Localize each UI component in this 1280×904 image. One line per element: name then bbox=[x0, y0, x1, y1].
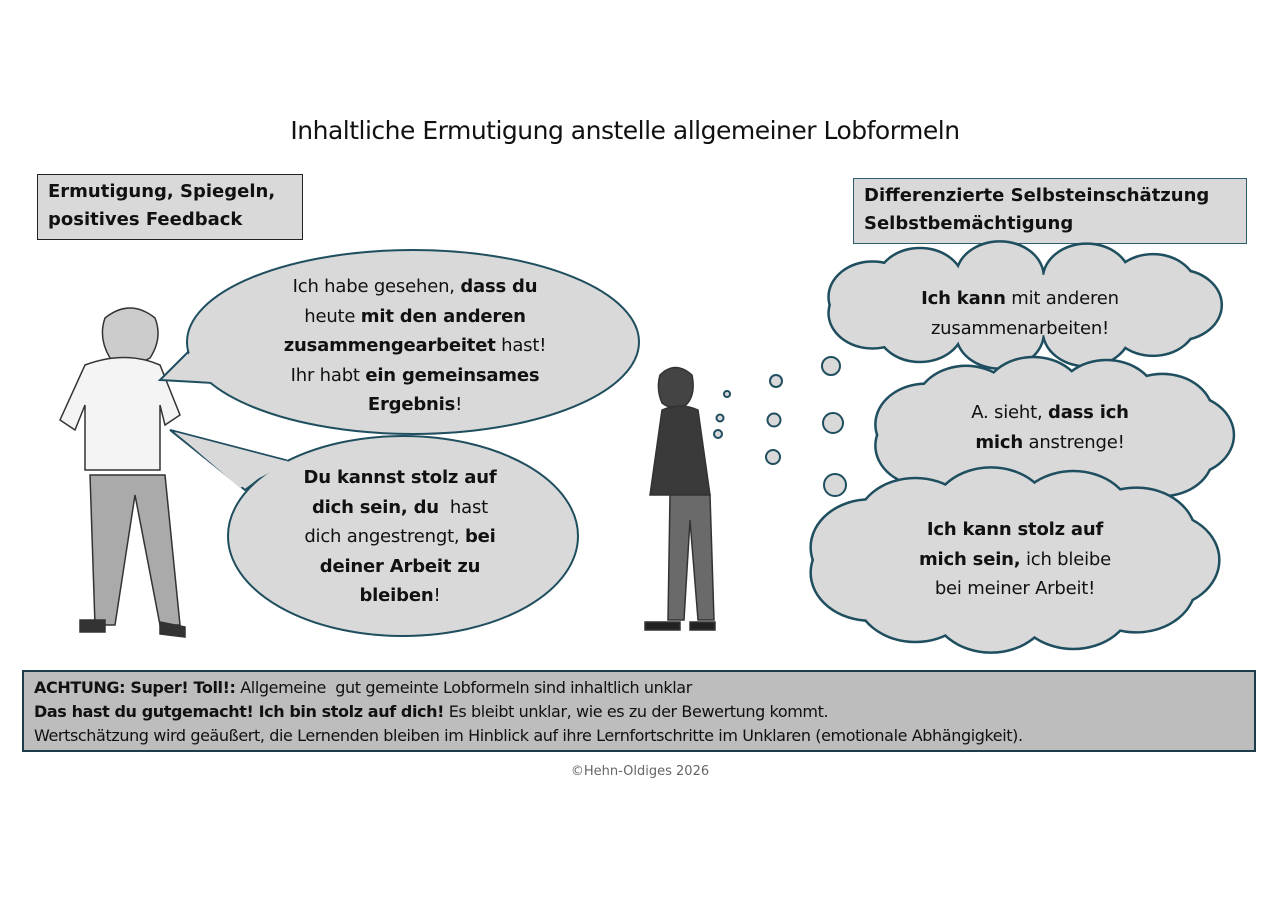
text-line: Ich habe gesehen, dass du bbox=[230, 272, 600, 302]
text: zusammenarbeiten! bbox=[930, 317, 1110, 339]
bold-text: Du kannst stolz auf bbox=[303, 467, 497, 488]
thought-cloud-1 bbox=[827, 240, 1224, 370]
text-line: Wertschätzung wird geäußert, die Lernend… bbox=[34, 724, 1244, 748]
teacher-figure bbox=[59, 307, 186, 638]
thought-cloud-3 bbox=[809, 466, 1221, 654]
text-line: Ergebnis! bbox=[230, 390, 600, 420]
bold-text: dass ich bbox=[1048, 402, 1129, 423]
bold-text: mit den anderen bbox=[360, 305, 526, 327]
bold-text: mich bbox=[975, 431, 1023, 453]
label-line: Ermutigung, Spiegeln, bbox=[48, 181, 276, 202]
bold-text: mich sein, bbox=[919, 548, 1021, 570]
bold-text: dich sein, du bbox=[311, 496, 439, 518]
text-line: Ich kann mit anderen bbox=[860, 284, 1180, 314]
thought-cloud-1-text: Ich kann mit anderen zusammenarbeiten! bbox=[860, 284, 1180, 343]
bold-text: Ich kann bbox=[921, 288, 1006, 309]
bold-text: dass du bbox=[460, 276, 538, 297]
text: Ihr habt bbox=[290, 364, 366, 386]
bold-text: bleiben bbox=[359, 585, 434, 606]
bold-text: Das hast du gutgemacht! Ich bin stolz au… bbox=[34, 702, 445, 721]
text: Allgemeine gut gemeinte Lobformeln sind … bbox=[235, 678, 692, 697]
speech-bubble-1 bbox=[157, 249, 640, 435]
student-figure bbox=[644, 366, 716, 631]
page-title: Inhaltliche Ermutigung anstelle allgemei… bbox=[290, 116, 960, 145]
text-line: dich sein, du hast bbox=[250, 493, 550, 523]
copyright: ©Hehn-Oldiges 2026 bbox=[570, 764, 710, 779]
text: Wertschätzung wird geäußert, die Lernend… bbox=[34, 726, 1023, 745]
text: ich bleibe bbox=[1020, 548, 1111, 570]
bold-text: zusammengearbeitet bbox=[283, 335, 496, 356]
label-line: positives Feedback bbox=[48, 209, 243, 230]
text: ! bbox=[433, 585, 441, 606]
text-line: heute mit den anderen bbox=[230, 302, 600, 332]
text: mit anderen bbox=[1005, 288, 1119, 309]
thought-cloud-3-text: Ich kann stolz auf mich sein, ich bleibe b… bbox=[860, 515, 1170, 604]
text: heute bbox=[304, 305, 361, 327]
student-label-box: Differenzierte Selbsteinschätzung Selbst… bbox=[853, 178, 1247, 244]
text-line: mich sein, ich bleibe bbox=[860, 545, 1170, 575]
text-line: bleiben! bbox=[250, 581, 550, 611]
label-line: Selbstbemächtigung bbox=[864, 213, 1074, 234]
text-line: ACHTUNG: Super! Toll!: Allgemeine gut ge… bbox=[34, 676, 1244, 700]
warning-box: ACHTUNG: Super! Toll!: Allgemeine gut ge… bbox=[22, 670, 1256, 752]
text-line: Das hast du gutgemacht! Ich bin stolz au… bbox=[34, 700, 1244, 724]
text: hast bbox=[438, 496, 489, 518]
bold-text: deiner Arbeit zu bbox=[319, 555, 481, 577]
text: Ich habe gesehen, bbox=[292, 276, 461, 297]
bold-text: Ich kann stolz auf bbox=[926, 519, 1104, 540]
text: bei meiner Arbeit! bbox=[934, 578, 1096, 599]
text: ! bbox=[455, 394, 463, 415]
text-line: A. sieht, dass ich bbox=[900, 398, 1200, 428]
text: A. sieht, bbox=[971, 402, 1049, 423]
speech-bubble-2 bbox=[169, 429, 579, 637]
text-line: bei meiner Arbeit! bbox=[860, 574, 1170, 604]
text-line: mich anstrenge! bbox=[900, 428, 1200, 458]
text-line: Du kannst stolz auf bbox=[250, 463, 550, 493]
thought-dots bbox=[713, 356, 847, 497]
bold-text: bei bbox=[464, 526, 496, 547]
label-line: Differenzierte Selbsteinschätzung bbox=[864, 185, 1210, 206]
text: dich angestrengt, bbox=[304, 526, 465, 547]
text: hast! bbox=[495, 335, 547, 356]
thought-clouds bbox=[809, 240, 1236, 654]
text-line: dich angestrengt, bei bbox=[250, 522, 550, 552]
bold-text: ACHTUNG: Super! Toll!: bbox=[34, 678, 236, 697]
text-line: Ich kann stolz auf bbox=[860, 515, 1170, 545]
text: anstrenge! bbox=[1023, 431, 1125, 453]
bold-text: ein gemeinsames bbox=[365, 364, 540, 386]
bold-text: Ergebnis bbox=[367, 394, 456, 415]
text-line: zusammenarbeiten! bbox=[860, 314, 1180, 344]
text-line: zusammengearbeitet hast! bbox=[230, 331, 600, 361]
text-line: Ihr habt ein gemeinsames bbox=[230, 361, 600, 391]
text-line: deiner Arbeit zu bbox=[250, 552, 550, 582]
teacher-label-box: Ermutigung, Spiegeln, positives Feedback bbox=[37, 174, 303, 240]
text: Es bleibt unklar, wie es zu der Bewertun… bbox=[444, 702, 829, 721]
